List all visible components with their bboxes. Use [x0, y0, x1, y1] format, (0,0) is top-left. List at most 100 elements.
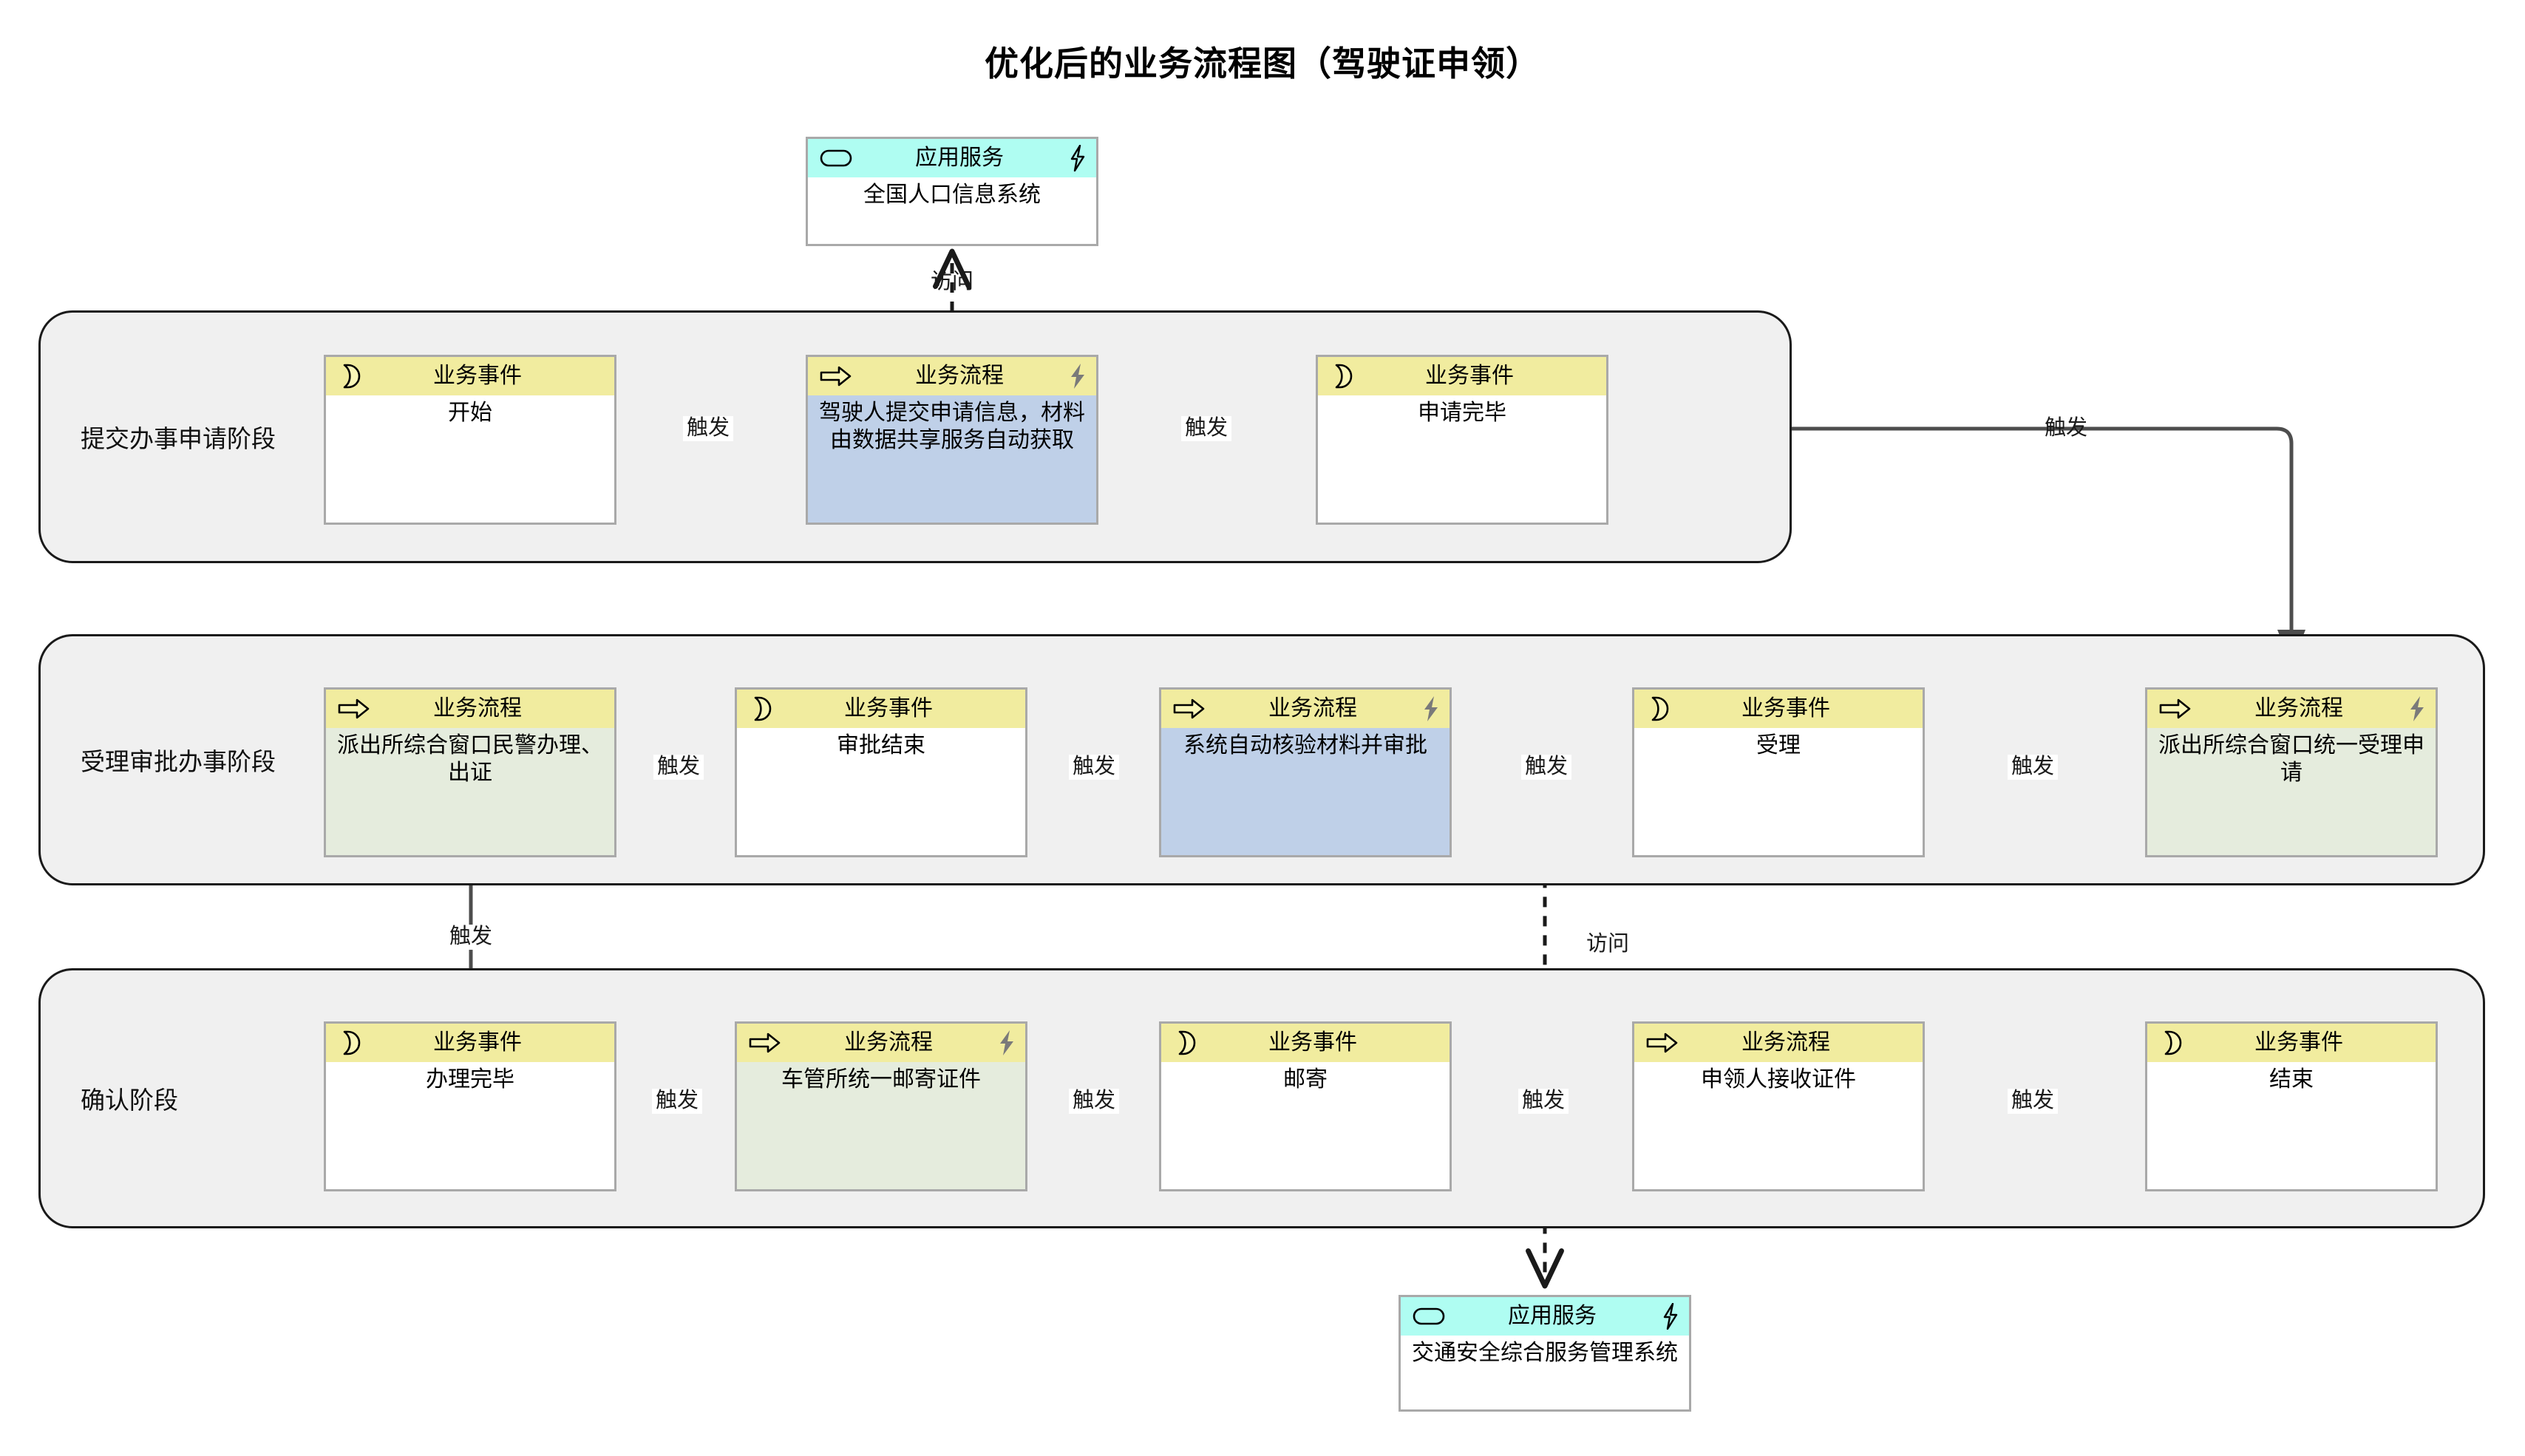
- edge-label-trigger: 触发: [1180, 416, 1232, 441]
- application-service-icon: [820, 143, 852, 173]
- node-header: 业务事件: [1161, 1024, 1450, 1062]
- node-header: 业务事件: [1318, 357, 1606, 395]
- edge-label-trigger: 触发: [653, 755, 704, 780]
- node-name: 邮寄: [1161, 1062, 1450, 1189]
- business-process-icon: [338, 694, 370, 724]
- node-name: 派出所综合窗口民警办理、出证: [326, 728, 614, 855]
- edge-label-trigger: 触发: [445, 925, 497, 950]
- business-event-icon: [338, 361, 370, 391]
- edge-label-trigger: 触发: [2007, 1089, 2059, 1114]
- node-name: 车管所统一邮寄证件: [737, 1062, 1025, 1189]
- node-type-label: 业务流程: [915, 364, 1004, 388]
- edge-label-access: 访问: [1586, 932, 1630, 956]
- lightning-bolt-icon: [997, 1030, 1016, 1056]
- business-process-icon: [820, 361, 852, 391]
- node-header: 业务流程: [808, 357, 1096, 395]
- node-business-event-application-complete[interactable]: 业务事件 申请完毕: [1316, 355, 1608, 525]
- node-name: 驾驶人提交申请信息，材料由数据共享服务自动获取: [808, 395, 1096, 523]
- node-business-event-end[interactable]: 业务事件 结束: [2145, 1021, 2438, 1191]
- edge-label-access: 访问: [930, 270, 974, 294]
- application-service-icon: [1413, 1302, 1445, 1331]
- node-type-label: 业务流程: [844, 1030, 933, 1055]
- phase-label: 提交办事申请阶段: [81, 425, 276, 452]
- node-name: 派出所综合窗口统一受理申请: [2147, 728, 2436, 855]
- business-event-icon: [338, 1028, 370, 1058]
- node-type-label: 业务事件: [1425, 364, 1514, 388]
- node-business-event-mailing[interactable]: 业务事件 邮寄: [1159, 1021, 1452, 1191]
- node-type-label: 业务事件: [433, 1030, 522, 1055]
- app-service-population-system[interactable]: 应用服务 全国人口信息系统: [806, 137, 1098, 246]
- node-name: 办理完毕: [326, 1062, 614, 1189]
- lightning-bolt-icon: [1068, 144, 1087, 172]
- node-header: 业务事件: [326, 1024, 614, 1062]
- node-business-event-approval-finished[interactable]: 业务事件 审批结束: [735, 687, 1027, 857]
- lightning-bolt-icon: [1068, 363, 1087, 389]
- node-header: 业务事件: [2147, 1024, 2436, 1062]
- node-business-event-accept[interactable]: 业务事件 受理: [1632, 687, 1925, 857]
- node-header: 应用服务: [1401, 1297, 1689, 1336]
- business-process-icon: [749, 1028, 781, 1058]
- node-name: 交通安全综合服务管理系统: [1401, 1336, 1689, 1409]
- node-name: 申领人接收证件: [1634, 1062, 1923, 1189]
- node-name: 全国人口信息系统: [808, 177, 1096, 244]
- node-business-event-start[interactable]: 业务事件 开始: [324, 355, 616, 525]
- node-name: 受理: [1634, 728, 1923, 855]
- node-type-label: 业务事件: [844, 696, 933, 721]
- edge-label-trigger: 触发: [2007, 755, 2059, 780]
- node-business-process-auto-verify-approve[interactable]: 业务流程 系统自动核验材料并审批: [1159, 687, 1452, 857]
- node-type-label: 业务流程: [1268, 696, 1357, 721]
- node-name: 结束: [2147, 1062, 2436, 1189]
- edge-label-trigger: 触发: [1068, 755, 1120, 780]
- node-type-label: 业务事件: [2254, 1030, 2343, 1055]
- node-type-label: 业务流程: [1741, 1030, 1830, 1055]
- node-business-process-police-handle-issue[interactable]: 业务流程 派出所综合窗口民警办理、出证: [324, 687, 616, 857]
- edge-label-trigger: 触发: [1068, 1089, 1120, 1114]
- node-name: 审批结束: [737, 728, 1025, 855]
- node-type-label: 业务事件: [1268, 1030, 1357, 1055]
- node-header: 业务流程: [2147, 690, 2436, 728]
- node-header: 应用服务: [808, 139, 1096, 177]
- phase-label: 受理审批办事阶段: [81, 748, 276, 775]
- page-title: 优化后的业务流程图（驾驶证申领）: [985, 44, 1540, 83]
- lightning-bolt-icon: [1421, 695, 1441, 722]
- node-business-process-applicant-receive[interactable]: 业务流程 申领人接收证件: [1632, 1021, 1925, 1191]
- lightning-bolt-icon: [1661, 1302, 1680, 1330]
- node-business-event-handling-complete[interactable]: 业务事件 办理完毕: [324, 1021, 616, 1191]
- edge-trigger-phase1-to-phase2: [1608, 426, 2306, 666]
- node-name: 系统自动核验材料并审批: [1161, 728, 1450, 855]
- lightning-bolt-icon: [2407, 695, 2427, 722]
- node-business-process-unified-accept-application[interactable]: 业务流程 派出所综合窗口统一受理申请: [2145, 687, 2438, 857]
- node-header: 业务流程: [326, 690, 614, 728]
- phase-label: 确认阶段: [81, 1086, 178, 1114]
- business-event-icon: [1173, 1028, 1206, 1058]
- node-type-label: 应用服务: [915, 146, 1004, 170]
- node-header: 业务流程: [1161, 690, 1450, 728]
- node-header: 业务流程: [1634, 1024, 1923, 1062]
- node-type-label: 业务流程: [2254, 696, 2343, 721]
- node-header: 业务事件: [326, 357, 614, 395]
- app-service-traffic-management-system[interactable]: 应用服务 交通安全综合服务管理系统: [1399, 1295, 1691, 1412]
- business-process-icon: [1646, 1028, 1679, 1058]
- node-business-process-submit-info[interactable]: 业务流程 驾驶人提交申请信息，材料由数据共享服务自动获取: [806, 355, 1098, 525]
- business-process-icon: [1173, 694, 1206, 724]
- business-event-icon: [749, 694, 781, 724]
- edge-label-trigger: 触发: [1520, 755, 1572, 780]
- edge-label-trigger: 触发: [682, 416, 734, 441]
- node-type-label: 业务流程: [433, 696, 522, 721]
- node-type-label: 业务事件: [1741, 696, 1830, 721]
- business-process-icon: [2159, 694, 2192, 724]
- edge-label-trigger: 触发: [651, 1089, 703, 1114]
- business-event-icon: [1330, 361, 1362, 391]
- edge-label-trigger: 触发: [1518, 1089, 1569, 1114]
- node-name: 开始: [326, 395, 614, 523]
- node-header: 业务流程: [737, 1024, 1025, 1062]
- node-header: 业务事件: [1634, 690, 1923, 728]
- node-header: 业务事件: [737, 690, 1025, 728]
- edge-label-trigger: 触发: [2044, 416, 2088, 440]
- node-name: 申请完毕: [1318, 395, 1606, 523]
- node-business-process-mail-certificate[interactable]: 业务流程 车管所统一邮寄证件: [735, 1021, 1027, 1191]
- business-event-icon: [2159, 1028, 2192, 1058]
- business-event-icon: [1646, 694, 1679, 724]
- node-type-label: 应用服务: [1508, 1304, 1597, 1328]
- node-type-label: 业务事件: [433, 364, 522, 388]
